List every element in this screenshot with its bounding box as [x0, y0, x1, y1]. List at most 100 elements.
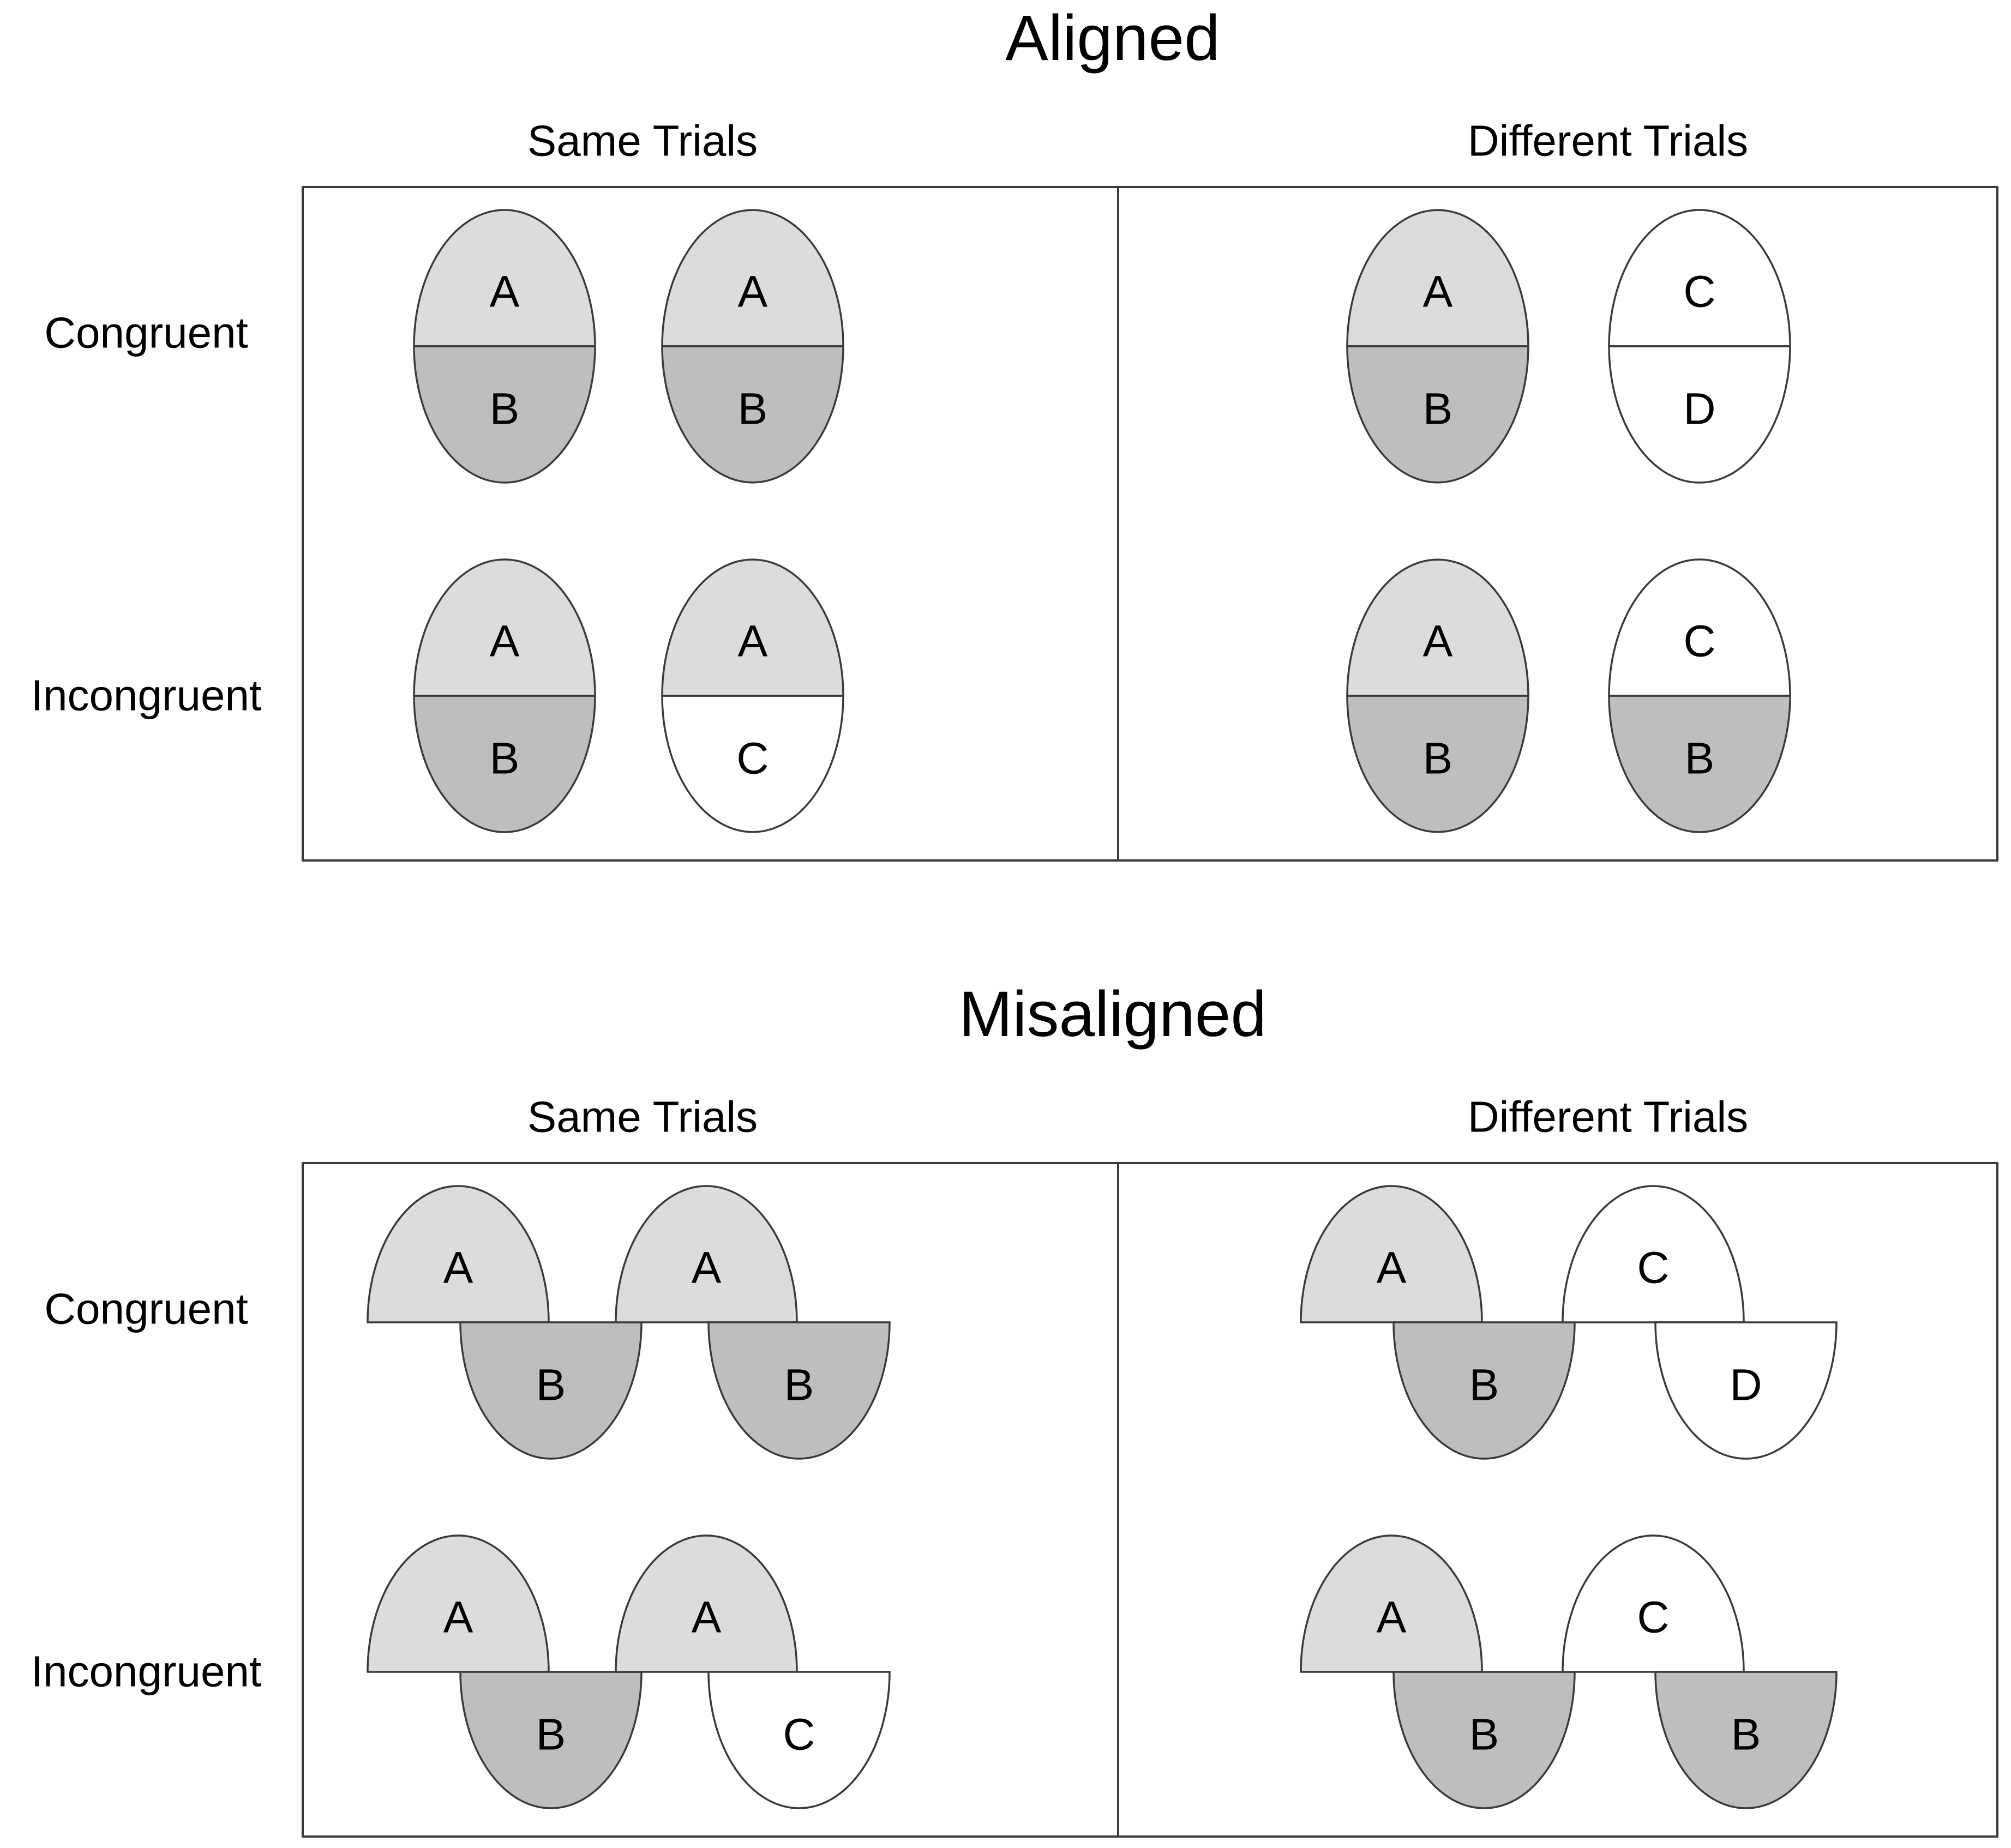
face-top-letter: A — [1377, 1243, 1407, 1293]
panel-frame — [302, 1162, 1998, 1838]
face-top-letter: A — [443, 1243, 473, 1293]
row-label: Congruent — [44, 1285, 248, 1333]
face-bottom-letter: B — [784, 1361, 814, 1410]
face-top-letter: A — [692, 1243, 722, 1293]
face-top-half — [413, 558, 596, 697]
face-bottom-letter: B — [1685, 734, 1715, 784]
face-top-letter: C — [1683, 617, 1715, 666]
face-top-letter: A — [1423, 617, 1453, 666]
face-top-half — [1300, 1534, 1483, 1673]
section-title: Misaligned — [959, 978, 1266, 1050]
face-bottom-letter: B — [490, 384, 520, 434]
row-label: Congruent — [44, 309, 248, 357]
face-bottom-letter: D — [1683, 384, 1715, 434]
face-bottom-letter: C — [736, 734, 769, 784]
face-bottom-letter: C — [783, 1710, 815, 1760]
face-top-half — [1346, 558, 1529, 697]
composite-face: AC — [661, 558, 844, 833]
composite-face: CD — [1562, 1185, 1838, 1460]
panel-frame — [302, 186, 1998, 862]
face-bottom-half — [661, 695, 844, 833]
composite-face: AB — [367, 1534, 643, 1809]
composite-face: CD — [1608, 209, 1791, 484]
column-heading: Same Trials — [527, 1093, 758, 1141]
face-bottom-half — [1346, 345, 1529, 484]
face-bottom-half — [1392, 1671, 1576, 1809]
face-bottom-letter: B — [536, 1710, 566, 1760]
face-top-letter: A — [490, 267, 520, 317]
face-top-letter: C — [1637, 1243, 1669, 1293]
face-top-half — [615, 1185, 798, 1323]
column-heading: Same Trials — [527, 117, 758, 165]
row-label: Incongruent — [31, 1647, 262, 1696]
composite-face: AB — [1346, 209, 1529, 484]
face-bottom-letter: B — [490, 734, 520, 784]
face-bottom-half — [459, 1321, 643, 1460]
composite-face: AB — [615, 1185, 891, 1460]
face-top-letter: A — [1377, 1593, 1407, 1642]
face-top-half — [1346, 209, 1529, 347]
composite-face: AB — [413, 209, 596, 484]
composite-face: AB — [413, 558, 596, 833]
face-bottom-half — [661, 345, 844, 484]
face-bottom-half — [1654, 1671, 1838, 1809]
face-bottom-letter: B — [738, 384, 768, 434]
face-top-letter: A — [692, 1593, 722, 1642]
column-heading: Different Trials — [1468, 117, 1748, 165]
composite-face: AB — [1300, 1534, 1576, 1809]
face-bottom-half — [1392, 1321, 1576, 1460]
face-bottom-half — [1608, 345, 1791, 484]
face-bottom-half — [1608, 695, 1791, 833]
face-top-half — [1608, 558, 1791, 697]
face-bottom-half — [707, 1671, 891, 1809]
composite-face: CB — [1608, 558, 1791, 833]
composite-face: AB — [661, 209, 844, 484]
face-top-half — [1300, 1185, 1483, 1323]
face-top-letter: A — [443, 1593, 473, 1642]
face-bottom-half — [1346, 695, 1529, 833]
face-top-letter: A — [490, 617, 520, 666]
face-top-letter: A — [738, 267, 768, 317]
face-top-letter: A — [1423, 267, 1453, 317]
face-bottom-letter: B — [1423, 384, 1453, 434]
face-bottom-half — [413, 695, 596, 833]
face-bottom-half — [1654, 1321, 1838, 1460]
face-top-half — [1562, 1185, 1745, 1323]
face-bottom-half — [459, 1671, 643, 1809]
face-top-half — [1608, 209, 1791, 347]
face-top-letter: C — [1683, 267, 1715, 317]
face-top-half — [615, 1534, 798, 1673]
face-top-letter: C — [1637, 1593, 1669, 1642]
face-bottom-letter: B — [1469, 1361, 1499, 1410]
section-title: Aligned — [1005, 2, 1220, 74]
face-top-half — [1562, 1534, 1745, 1673]
face-top-half — [661, 209, 844, 347]
face-bottom-letter: B — [536, 1361, 566, 1410]
face-top-half — [661, 558, 844, 697]
face-bottom-letter: B — [1731, 1710, 1761, 1760]
face-top-letter: A — [738, 617, 768, 666]
face-bottom-half — [413, 345, 596, 484]
composite-face: AB — [1300, 1185, 1576, 1460]
face-bottom-letter: B — [1423, 734, 1453, 784]
face-top-half — [367, 1185, 550, 1323]
face-top-half — [413, 209, 596, 347]
composite-face: AB — [1346, 558, 1529, 833]
composite-face: CB — [1562, 1534, 1838, 1809]
composite-face: AC — [615, 1534, 891, 1809]
composite-face: AB — [367, 1185, 643, 1460]
face-bottom-letter: B — [1469, 1710, 1499, 1760]
face-top-half — [367, 1534, 550, 1673]
row-label: Incongruent — [31, 671, 262, 720]
